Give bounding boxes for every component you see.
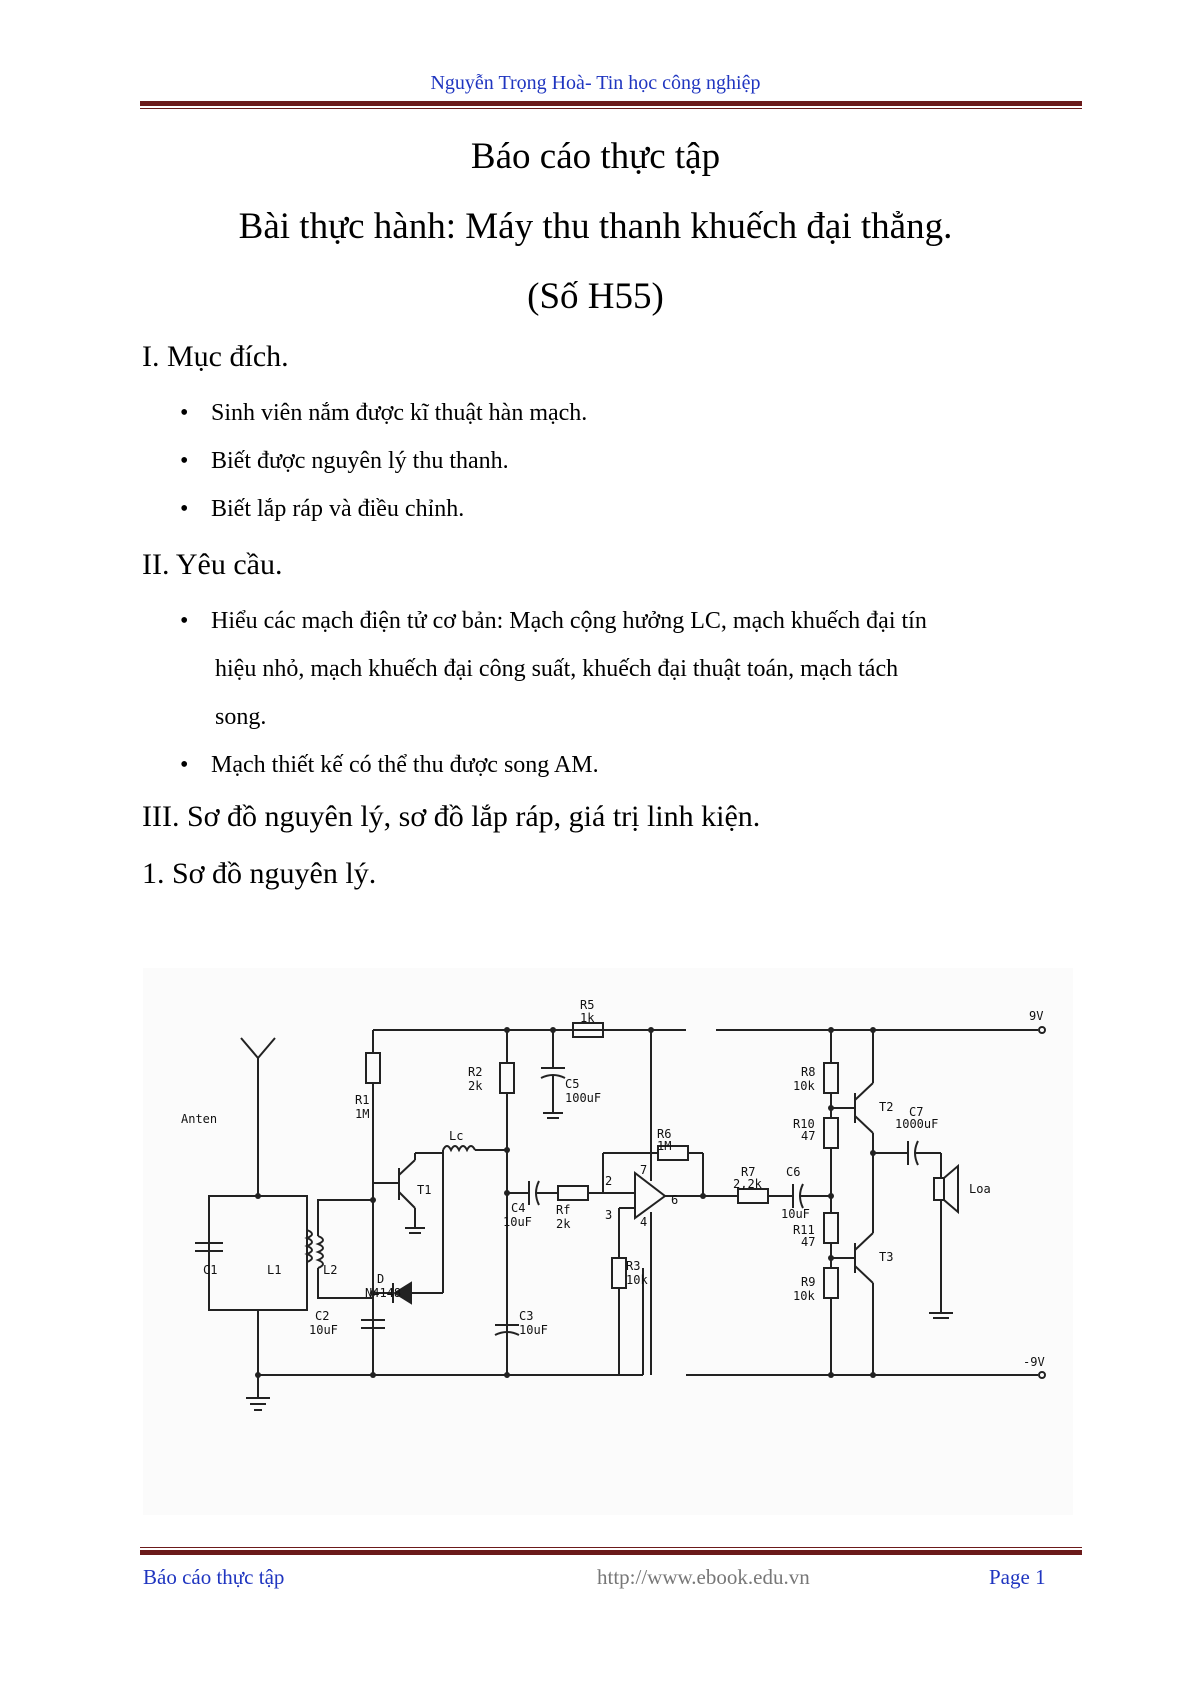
section-1-list: Sinh viên nắm được kĩ thuật hàn mạch. Bi… [176,389,1076,533]
label-rf: Rf [556,1203,570,1217]
label-pin-2: 2 [605,1174,612,1188]
label-r9-value: 10k [793,1289,815,1303]
label-antenna: Anten [181,1112,217,1126]
label-d-value: N4148 [365,1286,401,1300]
label-c7-value: 1000uF [895,1117,938,1131]
label-rf-value: 2k [556,1217,571,1231]
label-l2: L2 [323,1263,337,1277]
label-r7-value: 2,2k [733,1177,763,1191]
list-item: Hiểu các mạch điện tử cơ bản: Mạch cộng … [176,597,1076,741]
label-c6-value: 10uF [781,1207,810,1221]
section-2-heading: II. Yêu cầu. [142,548,283,581]
footer-left-text: Báo cáo thực tập [143,1565,285,1589]
label-pin-7: 7 [640,1163,647,1177]
label-r8: R8 [801,1065,815,1079]
label-r5: R5 [580,998,594,1012]
label-d: D [377,1272,384,1286]
label-vneg: -9V [1023,1355,1045,1369]
label-c4-value: 10uF [503,1215,532,1229]
header-rule [140,101,1082,109]
label-pin-3: 3 [605,1208,612,1222]
label-c2: C2 [315,1309,329,1323]
label-c6: C6 [786,1165,800,1179]
schematic-svg: Anten C1 L1 L2 R1 1M T1 Lc D N4148 C2 10… [181,998,1046,1411]
label-t1: T1 [417,1183,431,1197]
label-c1: C1 [203,1263,217,1277]
label-c3: C3 [519,1309,533,1323]
list-item: Biết lắp ráp và điều chỉnh. [176,485,1076,533]
label-speaker: Loa [969,1182,991,1196]
label-r11-value: 47 [801,1235,815,1249]
label-c4: C4 [511,1201,525,1215]
label-c5-value: 100uF [565,1091,601,1105]
label-c2-value: 10uF [309,1323,338,1337]
label-r10-value: 47 [801,1129,815,1143]
footer-rule [140,1547,1082,1555]
label-r3-value: 10k [626,1273,648,1287]
label-c5: C5 [565,1077,579,1091]
exercise-title: Bài thực hành: Máy thu thanh khuếch đại … [238,206,953,247]
label-t2: T2 [879,1100,893,1114]
label-c3-value: 10uF [519,1323,548,1337]
list-item: Biết được nguyên lý thu thanh. [176,437,1076,485]
subsection-1-heading: 1. Sơ đồ nguyên lý. [142,857,377,890]
label-lc: Lc [449,1129,463,1143]
label-r11: R11 [793,1223,815,1237]
label-r6-value: 1M [657,1139,671,1153]
label-r6: R6 [657,1127,671,1141]
label-r2-value: 2k [468,1079,483,1093]
label-r8-value: 10k [793,1079,815,1093]
label-r7: R7 [741,1165,755,1179]
footer-url: http://www.ebook.edu.vn [597,1565,810,1589]
label-l1: L1 [267,1263,281,1277]
label-vpos: 9V [1029,1009,1043,1023]
list-item: Sinh viên nắm được kĩ thuật hàn mạch. [176,389,1076,437]
label-r3: R3 [626,1259,640,1273]
exercise-number: (Số H55) [527,276,664,317]
section-1-heading: I. Mục đích. [142,340,289,373]
label-c7: C7 [909,1105,923,1119]
schematic-diagram: Anten C1 L1 L2 R1 1M T1 Lc D N4148 C2 10… [143,968,1073,1515]
list-item: Mạch thiết kế có thể thu được song AM. [176,741,1076,789]
label-r5-value: 1k [580,1011,595,1025]
label-pin-6: 6 [671,1193,678,1207]
label-r1-value: 1M [355,1107,369,1121]
label-pin-4: 4 [640,1215,647,1229]
section-3-heading: III. Sơ đồ nguyên lý, sơ đồ lắp ráp, giá… [142,800,761,833]
header-text: Nguyễn Trọng Hoà- Tin học công nghiệp [430,72,761,94]
page-number: Page 1 [989,1565,1046,1589]
label-r9: R9 [801,1275,815,1289]
label-r1: R1 [355,1093,369,1107]
section-2-list: Hiểu các mạch điện tử cơ bản: Mạch cộng … [176,597,1076,789]
label-t3: T3 [879,1250,893,1264]
label-r2: R2 [468,1065,482,1079]
report-title: Báo cáo thực tập [470,136,721,177]
label-r10: R10 [793,1117,815,1131]
